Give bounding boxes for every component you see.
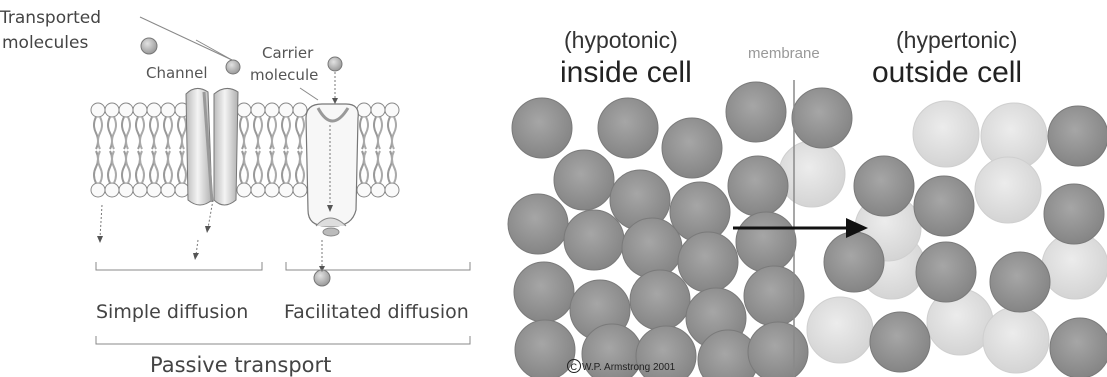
light-molecule: [807, 297, 873, 363]
dark-molecule: [514, 262, 574, 322]
outside-state-label: (hypertonic): [896, 27, 1017, 53]
phospholipid: [293, 103, 307, 197]
dark-molecule: [554, 150, 614, 210]
outside-cell-label: outside cell: [872, 56, 1022, 89]
leader-line: [196, 40, 232, 60]
carrier-protein: [306, 104, 358, 236]
dark-molecule: [1050, 318, 1107, 377]
phospholipid: [161, 103, 175, 197]
transported-molecule: [141, 38, 157, 54]
channel-protein: [186, 88, 238, 205]
phospholipid: [251, 103, 265, 197]
leader-line: [140, 17, 232, 60]
light-molecule: [913, 101, 979, 167]
phospholipid: [91, 103, 105, 197]
dark-molecule: [515, 320, 575, 377]
phospholipid: [371, 103, 385, 197]
simple-diffusion-bracket: [96, 262, 262, 270]
dark-molecule: [508, 194, 568, 254]
light-molecule: [983, 307, 1049, 373]
phospholipid: [105, 103, 119, 197]
dark-molecule: [564, 210, 624, 270]
passive-transport-label: Passive transport: [150, 353, 331, 377]
dark-molecule: [916, 242, 976, 302]
phospholipid: [119, 103, 133, 197]
dark-molecule: [678, 232, 738, 292]
facilitated-diffusion-bracket: [286, 262, 470, 270]
transported-molecule: [328, 57, 342, 71]
light-molecule: [975, 157, 1041, 223]
transported-molecules-label-line2: molecules: [2, 33, 88, 53]
osmosis-diagram: (hypotonic) inside cell (hypertonic) out…: [508, 27, 1107, 377]
dark-molecule: [726, 82, 786, 142]
dark-molecule: [990, 252, 1050, 312]
dark-molecule: [622, 218, 682, 278]
simple-diffusion-label: Simple diffusion: [96, 301, 248, 323]
transported-molecule: [314, 270, 330, 286]
dark-molecule: [824, 232, 884, 292]
carrier-molecule-label-line2: molecule: [250, 66, 318, 84]
phospholipid: [237, 103, 251, 197]
copyright-text: W.P. Armstrong 2001: [582, 362, 676, 373]
dark-molecule: [744, 266, 804, 326]
dark-molecule: [914, 176, 974, 236]
passive-transport-bracket: [96, 336, 470, 344]
dark-molecule: [854, 156, 914, 216]
dark-molecule: [1048, 106, 1107, 166]
inside-cell-label: inside cell: [560, 56, 692, 89]
light-molecule: [779, 141, 845, 207]
dark-molecule: [512, 98, 572, 158]
copyright-symbol: C: [571, 362, 578, 372]
phospholipid: [357, 103, 371, 197]
passive-transport-diagram: Transported molecules Channel Carrier mo…: [0, 8, 470, 377]
dark-molecule: [792, 88, 852, 148]
dark-molecule: [748, 322, 808, 377]
copyright-notice: C W.P. Armstrong 2001: [568, 360, 676, 374]
transported-molecule: [226, 60, 240, 74]
transported-molecules-label: Transported: [0, 8, 101, 28]
channel-label: Channel: [146, 64, 208, 82]
carrier-molecule-label: Carrier: [262, 44, 314, 62]
dark-molecule: [728, 156, 788, 216]
phospholipid: [133, 103, 147, 197]
dark-molecule: [1044, 184, 1104, 244]
membrane-label: membrane: [748, 45, 820, 62]
dark-molecule: [662, 118, 722, 178]
dark-molecule: [598, 98, 658, 158]
phospholipid: [147, 103, 161, 197]
inside-state-label: (hypotonic): [564, 27, 678, 53]
phospholipid: [385, 103, 399, 197]
phospholipid: [265, 103, 279, 197]
dark-molecule: [736, 212, 796, 272]
dark-molecule: [630, 270, 690, 330]
leader-line: [300, 88, 318, 100]
facilitated-diffusion-label: Facilitated diffusion: [284, 301, 469, 323]
phospholipid: [279, 103, 293, 197]
dark-molecule: [870, 312, 930, 372]
